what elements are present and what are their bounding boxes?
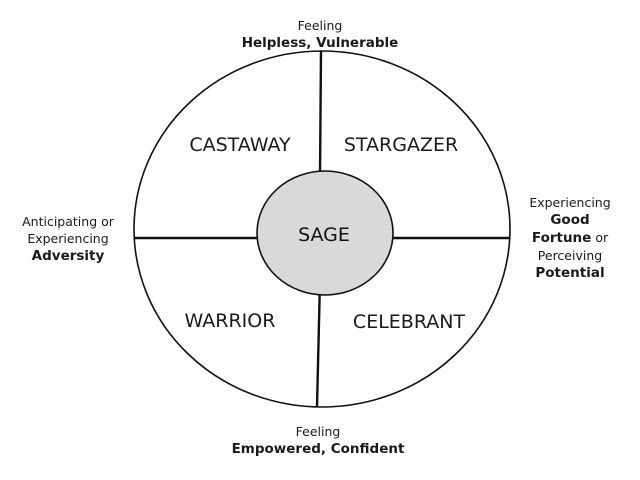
right-label-line2: Good [514, 211, 626, 229]
bottom-label-line1: Feeling [295, 424, 341, 439]
center-circle [256, 170, 394, 296]
top-label: Feeling Helpless, Vulnerable [220, 17, 420, 52]
left-label-line3: Adversity [8, 247, 128, 265]
left-label-emphasis: Adversity [31, 248, 105, 264]
right-label-line4: Perceiving [537, 248, 603, 263]
left-label-line1: Anticipating or [22, 214, 114, 229]
bottom-label-emphasis: Empowered, Confident [231, 441, 405, 457]
right-label-line1: Experiencing [529, 195, 611, 210]
bottom-label-line2: Empowered, Confident [218, 440, 418, 458]
divider-bottom [315, 279, 322, 408]
quadrant-label-castaway: CASTAWAY [189, 134, 291, 156]
left-label-line2: Experiencing [27, 231, 109, 246]
divider-top [318, 50, 323, 177]
bottom-label: Feeling Empowered, Confident [218, 423, 418, 458]
left-label: Anticipating or Experiencing Adversity [8, 213, 128, 265]
right-label-emphasis-fortune: Fortune [531, 230, 592, 246]
right-label: Experiencing Good Fortune or Perceiving … [514, 194, 626, 282]
right-label-emphasis-potential: Potential [535, 265, 605, 281]
right-label-line5: Potential [514, 264, 626, 282]
right-label-emphasis-good: Good [550, 212, 590, 228]
quadrant-label-stargazer: STARGAZER [344, 134, 458, 156]
quadrant-label-warrior: WARRIOR [185, 310, 276, 332]
center-label-sage: SAGE [298, 224, 350, 246]
top-label-emphasis: Helpless, Vulnerable [241, 35, 399, 51]
top-label-line1: Feeling [297, 18, 343, 33]
right-label-or: or [591, 230, 609, 245]
top-label-line2: Helpless, Vulnerable [220, 34, 420, 52]
right-label-line3: Fortune or [514, 229, 626, 247]
quadrant-label-celebrant: CELEBRANT [353, 311, 466, 333]
